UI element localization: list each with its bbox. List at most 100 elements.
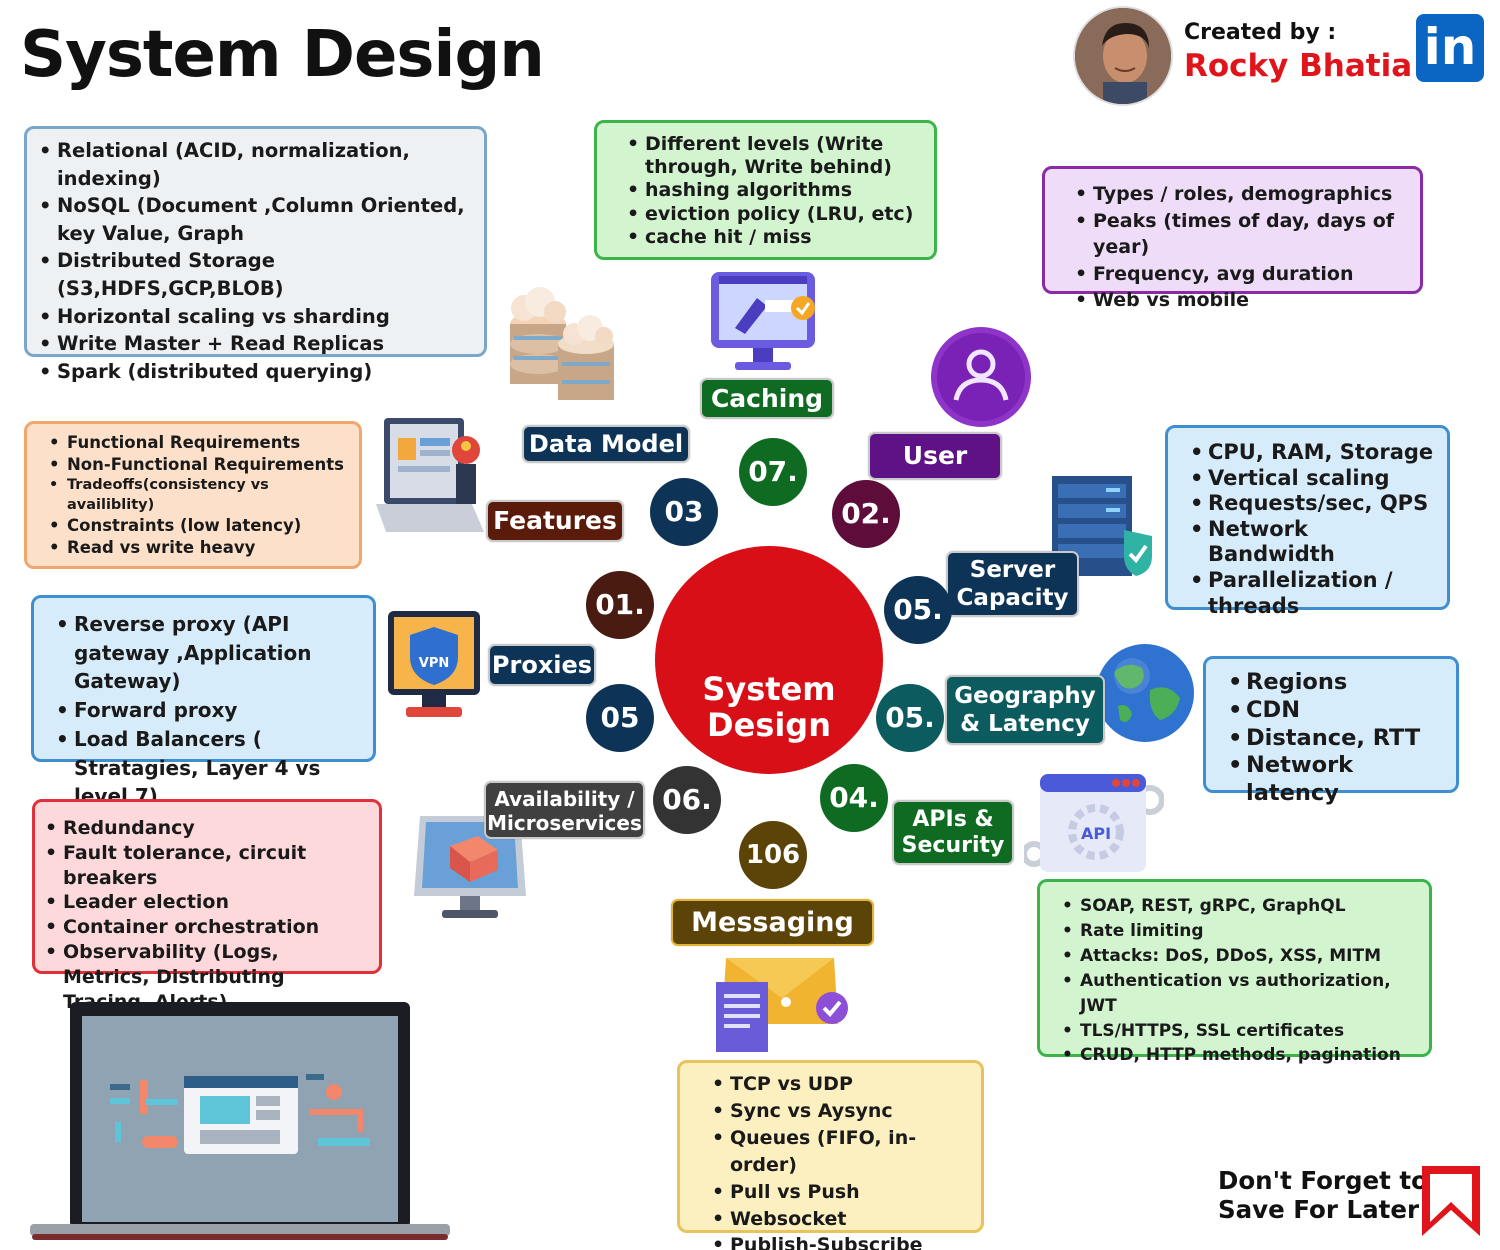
number-badge: 02. (832, 480, 900, 548)
list-item: Spark (distributed querying) (39, 358, 474, 386)
availability-box: Redundancy Fault tolerance, circuit brea… (32, 799, 382, 1013)
server-rack-icon (1052, 476, 1152, 576)
list-item: Load Balancers ( Stratagies, Layer 4 vs … (56, 725, 365, 811)
data-model-label: Data Model (522, 425, 690, 463)
label-line: Availability / (494, 787, 635, 811)
list-item: Frequency, avg duration (1075, 261, 1410, 288)
label-line: Microservices (487, 811, 642, 835)
list-item: Write Master + Read Replicas (39, 330, 474, 358)
linkedin-icon[interactable]: in (1416, 14, 1484, 82)
number-badge: 01. (586, 571, 654, 639)
list-item: Sync vs Aysync (712, 1098, 973, 1125)
author-avatar (1073, 6, 1173, 106)
vpn-text: VPN (419, 656, 449, 671)
list-item: Non-Functional Requirements (49, 454, 351, 476)
list-item: Network Bandwidth (1190, 517, 1439, 568)
list-item: Redundancy (45, 816, 371, 841)
central-topic-line: System (702, 670, 836, 708)
list-item: Network latency (1228, 752, 1448, 808)
globe-icon (1096, 644, 1194, 742)
number-badge: 07. (739, 438, 807, 506)
list-item: Tradeoffs(consistency vs availiblity) (49, 475, 351, 515)
save-line: Save For Later (1218, 1195, 1420, 1224)
user-label: User (868, 432, 1002, 480)
list-item: Horizontal scaling vs sharding (39, 303, 474, 331)
envelope-check-icon (716, 958, 848, 1052)
list-item: Relational (ACID, normalization, indexin… (39, 137, 474, 192)
list-item: NoSQL (Document ,Column Oriented, key Va… (39, 192, 474, 247)
data-model-box: Relational (ACID, normalization, indexin… (24, 126, 487, 385)
central-topic: System Design (655, 546, 883, 774)
list-item: Queues (FIFO, in-order) (712, 1125, 973, 1179)
list-item: Fault tolerance, circuit breakers (45, 841, 371, 891)
geography-box: Regions CDN Distance, RTT Network latenc… (1203, 656, 1459, 806)
messaging-label: Messaging (671, 899, 874, 946)
number-badge: 06. (653, 766, 721, 834)
list-item: TCP vs UDP (712, 1071, 973, 1098)
list-item: Types / roles, demographics (1075, 181, 1410, 208)
page-title: System Design (20, 18, 545, 92)
user-icon (931, 327, 1031, 427)
label-line: & Latency (960, 711, 1090, 737)
list-item: Constraints (low latency) (49, 515, 351, 537)
list-item: Publish-Subscribe (712, 1232, 973, 1250)
apis-security-box: SOAP, REST, gRPC, GraphQL Rate limiting … (1037, 879, 1432, 1068)
list-item: Rate limiting (1062, 919, 1421, 944)
list-item: hashing algorithms (627, 179, 922, 202)
central-topic-line: Design (707, 706, 831, 744)
list-item: CPU, RAM, Storage (1190, 440, 1439, 466)
list-item: CRUD, HTTP methods, pagination (1062, 1043, 1421, 1068)
api-window-icon: API (1024, 774, 1164, 872)
list-item: cache hit / miss (627, 226, 922, 249)
list-item: CDN (1228, 697, 1448, 725)
list-item: Leader election (45, 890, 371, 915)
list-item: Vertical scaling (1190, 466, 1439, 492)
list-item: Distributed Storage (S3,HDFS,GCP,BLOB) (39, 247, 474, 302)
caching-box: Different levels (Write through, Write b… (594, 120, 937, 260)
features-box: Functional Requirements Non-Functional R… (24, 421, 362, 569)
number-badge: 03 (650, 478, 718, 546)
number-badge: 05 (586, 684, 654, 752)
list-item: Read vs write heavy (49, 537, 351, 559)
label-line: Geography (954, 683, 1096, 709)
vpn-monitor-icon: VPN (388, 611, 480, 717)
list-item: Requests/sec, QPS (1190, 491, 1439, 517)
list-item: Functional Requirements (49, 432, 351, 454)
geography-label: Geography & Latency (945, 675, 1105, 745)
list-item: Pull vs Push (712, 1179, 973, 1206)
list-item: Container orchestration (45, 915, 371, 940)
label-line: APIs & (912, 807, 994, 832)
number-badge: 106 (739, 821, 807, 889)
list-item: Peaks (times of day, days of year) (1075, 208, 1410, 261)
list-item: TLS/HTTPS, SSL certificates (1062, 1019, 1421, 1044)
number-badge: 04. (820, 764, 888, 832)
list-item: Forward proxy (56, 696, 365, 725)
api-text: API (1081, 824, 1111, 843)
features-label: Features (486, 500, 624, 542)
list-item: Parallelization / threads (1190, 568, 1439, 619)
monitor-brush-icon (711, 272, 815, 370)
list-item: Distance, RTT (1228, 725, 1448, 753)
label-line: Capacity (956, 585, 1069, 611)
number-badge: 05. (884, 576, 952, 644)
list-item: Authentication vs authorization, JWT (1062, 969, 1421, 1019)
database-cloud-icon (510, 287, 614, 400)
list-item: SOAP, REST, gRPC, GraphQL (1062, 894, 1421, 919)
laptop-diagram-icon (30, 1002, 450, 1240)
created-by-label: Created by : (1184, 20, 1337, 45)
save-for-later-text: Don't Forget to Save For Later (1218, 1166, 1428, 1224)
number-badge: 05. (876, 684, 944, 752)
list-item: Websocket (712, 1206, 973, 1233)
list-item: Web vs mobile (1075, 287, 1410, 314)
apis-security-label: APIs & Security (892, 800, 1014, 865)
laptop-robot-icon (376, 418, 484, 532)
caching-label: Caching (700, 378, 834, 419)
messaging-box: TCP vs UDP Sync vs Aysync Queues (FIFO, … (677, 1060, 984, 1250)
server-capacity-box: CPU, RAM, Storage Vertical scaling Reque… (1165, 425, 1450, 618)
proxies-box: Reverse proxy (API gateway ,Application … (31, 595, 376, 808)
label-line: Security (901, 833, 1005, 858)
bookmark-icon[interactable] (1422, 1166, 1480, 1236)
user-box: Types / roles, demographics Peaks (times… (1042, 166, 1423, 313)
label-line: Server (969, 557, 1056, 583)
server-capacity-label: Server Capacity (946, 551, 1079, 617)
